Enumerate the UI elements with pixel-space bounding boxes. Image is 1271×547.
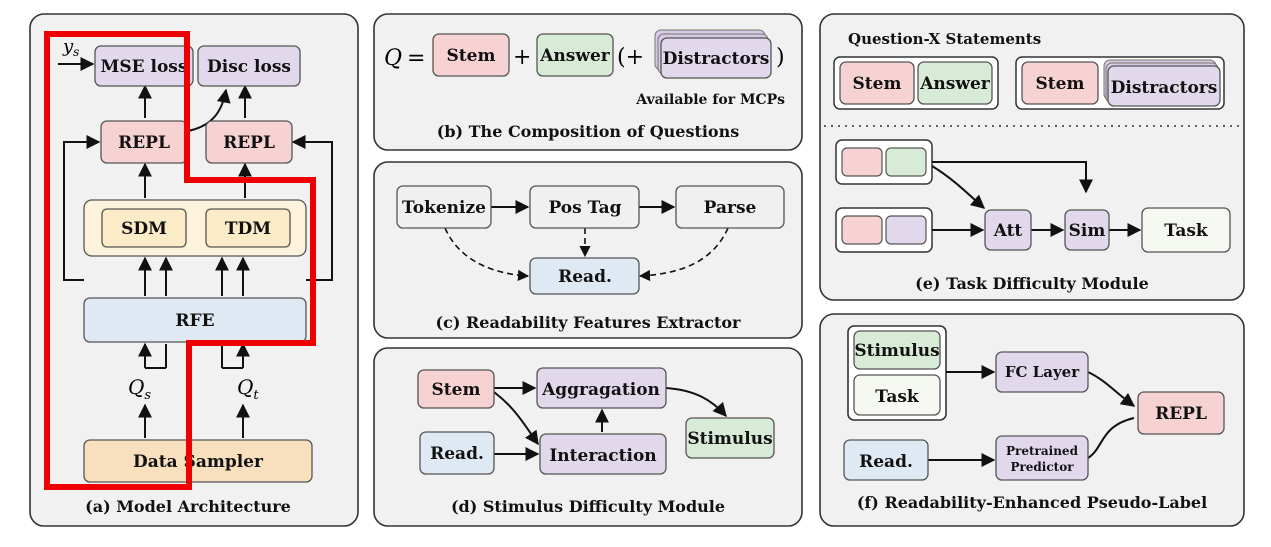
- caption-e: (e) Task Difficulty Module: [915, 274, 1149, 293]
- aggragation-box: [536, 367, 667, 409]
- predictor-label: Predictor: [1010, 460, 1074, 474]
- pos-tag-label: Pos Tag: [548, 198, 621, 218]
- stem-box-e2: [1021, 61, 1099, 105]
- distractors-box-e: [1107, 65, 1221, 107]
- pos-tag-box: [529, 185, 640, 229]
- panel-pseudo-label: Stimulus Task FC Layer Read. Pretrained …: [819, 313, 1245, 527]
- qs-label: Qs: [128, 375, 151, 403]
- sim-label: Sim: [1069, 221, 1106, 241]
- highlight-outline: [44, 31, 316, 490]
- att-box: [984, 209, 1032, 251]
- repl-right-box: [205, 120, 293, 164]
- stem-box-d: [417, 369, 495, 409]
- data-sampler-label: Data Sampler: [133, 452, 264, 472]
- paren-open: (+: [617, 45, 644, 70]
- stem-box: [432, 33, 510, 77]
- stem-box-e1: [839, 61, 915, 105]
- tdm-label: TDM: [225, 219, 271, 239]
- parse-box: [675, 185, 785, 229]
- panel-model-architecture: MSE loss Disc loss REPL REPL SDM TDM RFE…: [29, 13, 359, 527]
- caption-d: (d) Stimulus Difficulty Module: [451, 497, 725, 516]
- panel-task: Question-X Statements Stem Answer Stem D…: [819, 13, 1245, 301]
- disc-loss-box: [197, 45, 301, 87]
- panel-stimulus: Stem Read. Aggragation Interaction Stimu…: [373, 347, 803, 527]
- paren-close: ): [776, 45, 785, 70]
- task-box-f: [853, 374, 941, 416]
- answer-box: [536, 33, 614, 77]
- panel-composition: Q = Stem + Answer (+ Distractors ) Avail…: [373, 13, 803, 151]
- mse-loss-box: [94, 45, 194, 87]
- read-label-f: Read.: [859, 452, 913, 472]
- pretrained-predictor-box: [995, 435, 1089, 481]
- tokenize-box: [396, 185, 492, 229]
- task-label-f: Task: [875, 387, 920, 407]
- stem-label-e1: Stem: [853, 74, 902, 94]
- repl-right-label: REPL: [223, 133, 275, 153]
- answer-label-e: Answer: [919, 74, 991, 94]
- question-x-header: Question-X Statements: [848, 30, 1041, 48]
- tokenize-label: Tokenize: [402, 198, 486, 218]
- panel-readability: Tokenize Pos Tag Parse Read. (c) Readabi…: [373, 161, 803, 339]
- read-label-d: Read.: [430, 444, 484, 464]
- rfe-label: RFE: [175, 311, 214, 331]
- equals-sign: =: [407, 46, 425, 71]
- mse-loss-label: MSE loss: [101, 57, 188, 77]
- q-symbol: Q: [384, 46, 402, 71]
- read-label-c: Read.: [558, 267, 612, 287]
- mcp-note: Available for MCPs: [635, 92, 785, 108]
- stimulus-label-f: Stimulus: [854, 341, 939, 361]
- caption-b: (b) The Composition of Questions: [437, 122, 739, 141]
- qt-label: Qt: [237, 375, 259, 403]
- distractors-label: Distractors: [663, 49, 770, 69]
- interaction-label: Interaction: [549, 446, 656, 466]
- answer-box-e: [917, 61, 993, 105]
- att-label: Att: [993, 221, 1023, 241]
- repl-box-f: [1137, 391, 1225, 435]
- sdm-box: [101, 208, 187, 248]
- caption-c: (c) Readability Features Extractor: [436, 313, 742, 332]
- sdm-label: SDM: [121, 219, 167, 239]
- parse-label: Parse: [704, 198, 757, 218]
- disc-loss-label: Disc loss: [207, 57, 291, 77]
- plus-sign: +: [513, 45, 531, 70]
- interaction-box: [539, 433, 667, 475]
- tdm-box: [205, 208, 291, 248]
- repl-left-label: REPL: [118, 133, 170, 153]
- distractors-label-e: Distractors: [1111, 78, 1218, 98]
- pretrained-label: Pretrained: [1006, 444, 1079, 458]
- answer-label: Answer: [539, 46, 611, 66]
- distractors-box: [660, 37, 772, 79]
- read-box-c: [529, 257, 640, 295]
- data-sampler-box: [83, 439, 313, 483]
- task-box-e: [1141, 207, 1231, 253]
- stem-label-d: Stem: [432, 380, 481, 400]
- sim-box: [1064, 209, 1110, 251]
- stimulus-box-f: [853, 330, 941, 370]
- read-box-d: [419, 431, 495, 475]
- fc-layer-label: FC Layer: [1005, 363, 1080, 381]
- caption-a: (a) Model Architecture: [85, 497, 291, 516]
- ys-label: ys: [62, 36, 79, 59]
- stem-label-e2: Stem: [1036, 74, 1085, 94]
- stem-label: Stem: [447, 46, 496, 66]
- caption-f: (f) Readability-Enhanced Pseudo-Label: [857, 493, 1207, 512]
- fc-layer-box: [995, 351, 1089, 393]
- repl-label-f: REPL: [1155, 404, 1207, 424]
- read-box-f: [843, 439, 929, 481]
- task-label-e: Task: [1164, 221, 1209, 241]
- aggragation-label: Aggragation: [541, 380, 660, 400]
- stimulus-box-d: [685, 417, 775, 459]
- stimulus-label-d: Stimulus: [687, 429, 772, 449]
